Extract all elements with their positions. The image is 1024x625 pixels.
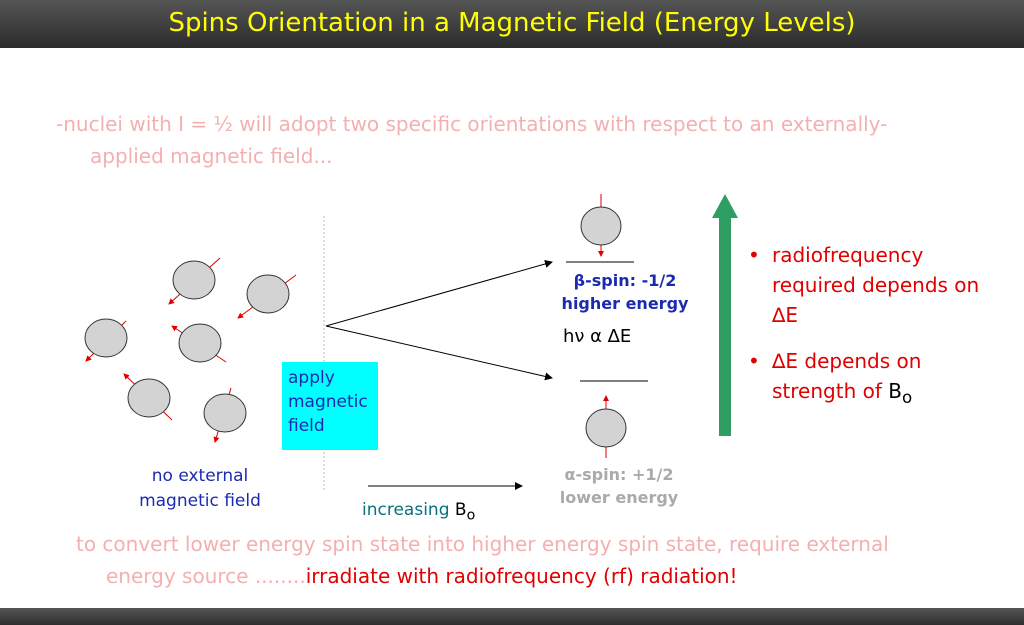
energy-relation: hν α ∆E [563, 326, 632, 347]
no-external-field-label: no external magnetic field [120, 464, 280, 514]
nucleus [171, 323, 227, 363]
alpha-spin-energy: lower energy [559, 488, 679, 507]
bullet-marker: • [748, 349, 760, 373]
energy-up-arrow [712, 194, 738, 436]
alpha-spin-label: α-spin: +1/2 lower energy [534, 463, 704, 509]
nucleus [123, 373, 173, 421]
bullet-item: • ∆E depends on strength of Bo [748, 346, 988, 413]
conclusion-line-2: energy source ........irradiate with rad… [106, 564, 738, 588]
intro-line-1: -nuclei with I = ½ will adopt two specif… [56, 112, 888, 136]
increasing-field-label: increasing Bo [362, 500, 475, 523]
field-symbol: Bo [454, 500, 476, 524]
alpha-spin-state: α-spin: +1/2 [564, 465, 674, 484]
slide-title: Spins Orientation in a Magnetic Field (E… [168, 8, 856, 38]
bullet-marker: • [748, 243, 760, 267]
apply-field-box: apply magnetic field [282, 362, 378, 450]
nucleus [237, 274, 297, 319]
bullet-item: • radiofrequency required depends on ∆E [748, 240, 988, 330]
bullet-text: ∆E depends on strength of [772, 349, 922, 403]
intro-text: -nuclei with I = ½ will adopt two specif… [56, 108, 976, 172]
nucleus [168, 257, 221, 305]
title-bar [0, 0, 1024, 48]
alpha-nucleus [585, 395, 627, 458]
nucleus [203, 387, 247, 443]
conclusion-text: to convert lower energy spin state into … [76, 528, 976, 592]
apply-line-3: field [288, 416, 325, 436]
apply-line-2: magnetic [288, 392, 368, 412]
noext-line-2: magnetic field [139, 491, 261, 511]
random-spin-nuclei [84, 257, 297, 443]
bottom-bar [0, 608, 1024, 625]
beta-nucleus [580, 194, 622, 257]
bullet-list: • radiofrequency required depends on ∆E … [748, 240, 988, 429]
split-arrow-lower [325, 325, 553, 381]
increasing-word: increasing [362, 500, 450, 520]
noext-line-1: no external [151, 466, 249, 486]
split-arrow-upper [325, 260, 553, 327]
beta-spin-state: β-spin: -1/2 [573, 271, 677, 290]
rf-highlight: irradiate with radiofrequency (rf) radia… [305, 564, 738, 588]
nucleus [84, 318, 128, 362]
intro-line-2: applied magnetic field... [90, 144, 333, 168]
bullet-text: radiofrequency required depends on ∆E [772, 243, 980, 327]
conclusion-line-1: to convert lower energy spin state into … [76, 532, 889, 556]
beta-spin-label: β-spin: -1/2 higher energy [540, 269, 710, 315]
beta-spin-energy: higher energy [561, 294, 689, 313]
field-symbol: Bo [888, 379, 913, 407]
apply-line-1: apply [288, 368, 335, 388]
